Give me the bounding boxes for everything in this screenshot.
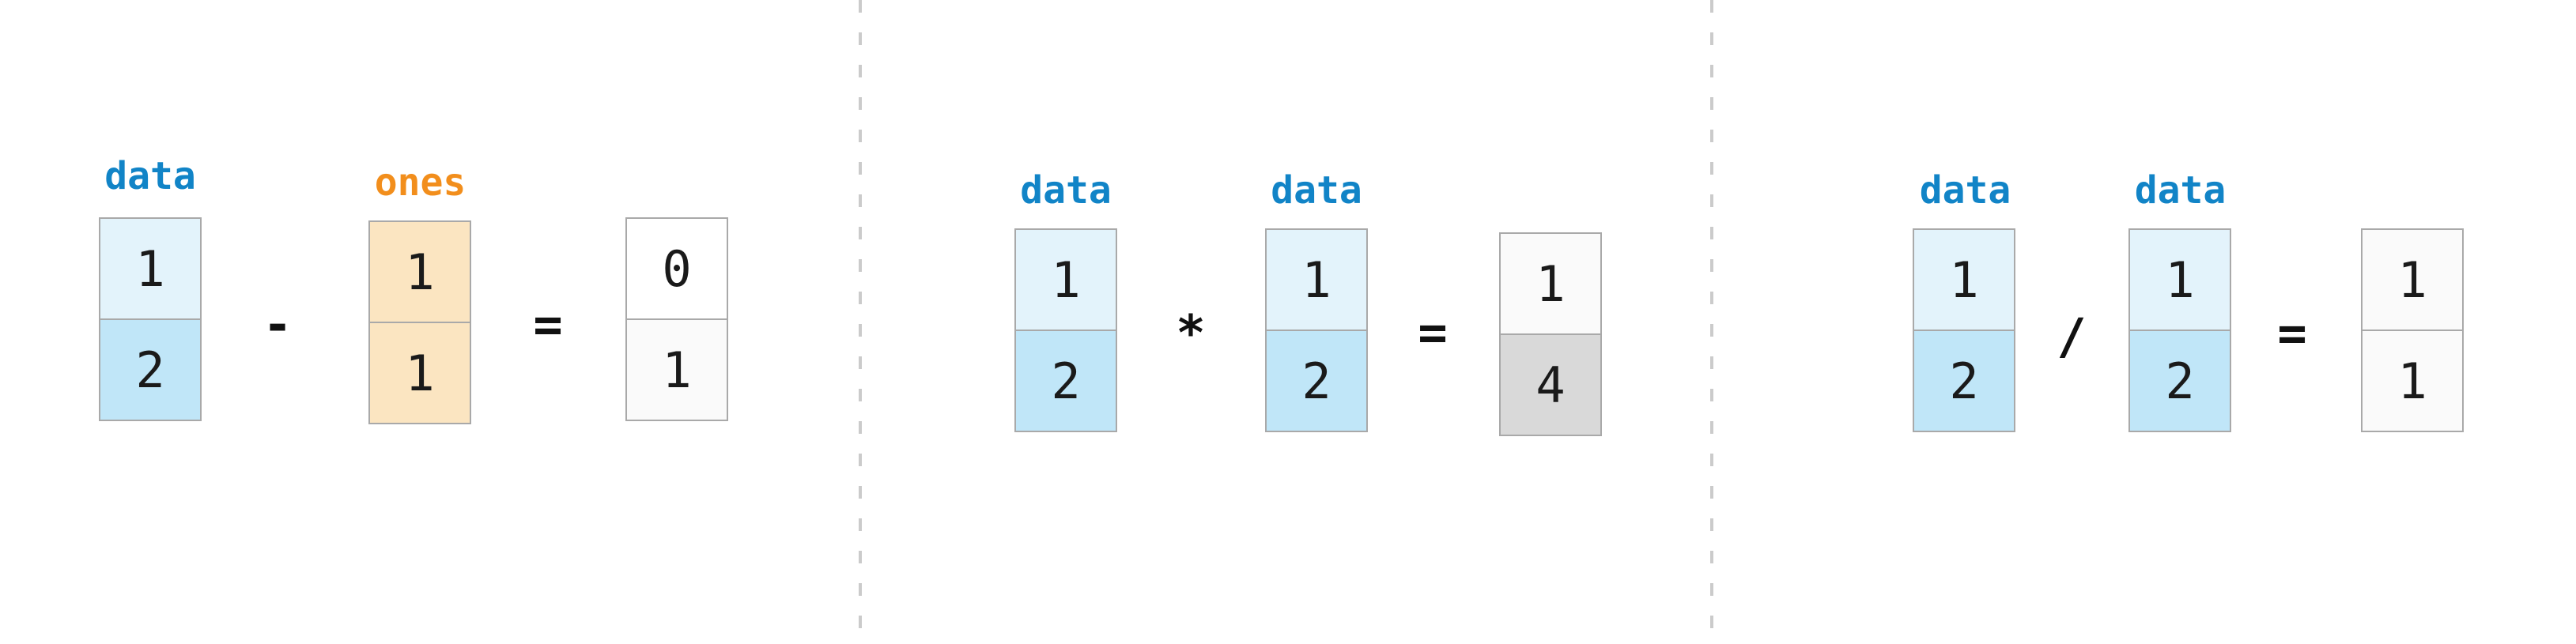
array-cell: 2: [1265, 330, 1368, 432]
array-cell: 1: [2128, 228, 2231, 331]
equals-sign: =: [2277, 303, 2307, 362]
result-array-subtraction: 0 1: [625, 217, 728, 421]
operand-b-array-division: 1 2: [2128, 228, 2231, 432]
array-cell: 1: [1265, 228, 1368, 331]
array-cell: 1: [2361, 330, 2464, 432]
array-cell: 2: [99, 318, 202, 421]
array-cell: 1: [368, 322, 471, 424]
minus-operator: -: [263, 295, 293, 353]
array-cell: 1: [2361, 228, 2464, 331]
operand-a-array-division: 1 2: [1913, 228, 2015, 432]
slash-operator: /: [2057, 307, 2087, 365]
equals-sign: =: [533, 295, 563, 353]
operand-a-array-subtraction: 1 2: [99, 217, 202, 421]
equals-sign: =: [1418, 303, 1448, 361]
array-cell: 1: [368, 220, 471, 323]
array-cell: 4: [1499, 333, 1602, 436]
array-cell: 2: [1014, 330, 1117, 432]
array-cell: 1: [625, 318, 728, 421]
array-cell: 1: [1913, 228, 2015, 331]
operand-a-label-multiplication: data: [1020, 168, 1112, 213]
panel-separator-1: [859, 0, 862, 644]
array-cell: 1: [1014, 228, 1117, 331]
result-array-multiplication: 1 4: [1499, 232, 1602, 436]
asterisk-operator: *: [1176, 303, 1206, 362]
operand-b-label-multiplication: data: [1271, 168, 1362, 213]
operand-b-array-subtraction: 1 1: [368, 220, 471, 424]
result-array-division: 1 1: [2361, 228, 2464, 432]
array-cell: 2: [2128, 330, 2231, 432]
operand-b-label-division: data: [2134, 168, 2227, 213]
panel-separator-2: [1710, 0, 1713, 644]
operand-a-label-subtraction: data: [104, 154, 196, 198]
array-cell: 0: [625, 217, 728, 320]
array-cell: 2: [1913, 330, 2015, 432]
operand-a-label-division: data: [1919, 168, 2011, 213]
array-cell: 1: [99, 217, 202, 320]
operand-a-array-multiplication: 1 2: [1014, 228, 1117, 432]
operand-b-array-multiplication: 1 2: [1265, 228, 1368, 432]
array-cell: 1: [1499, 232, 1602, 335]
operand-b-label-subtraction: ones: [374, 160, 466, 205]
